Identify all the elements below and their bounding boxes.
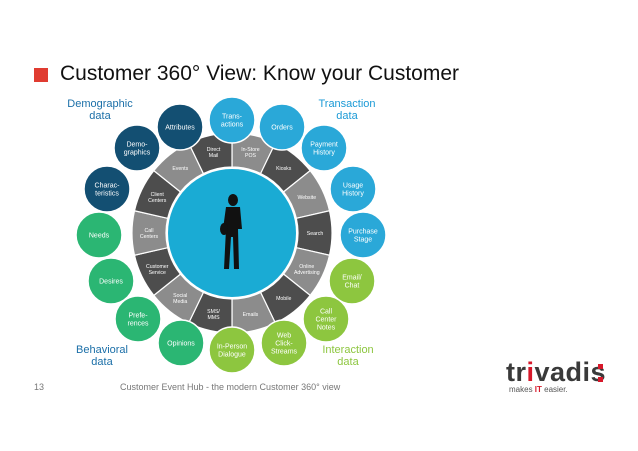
outer-circle (156, 103, 204, 151)
outer-circle (114, 295, 162, 343)
outer-circle-label: Attributes (165, 125, 195, 132)
outer-circle (113, 124, 161, 172)
outer-circle-label: Desires (99, 279, 123, 286)
outer-circle (339, 211, 387, 259)
ring-segment-label: Events (172, 166, 188, 172)
logo-dots (598, 364, 603, 390)
title-bullet (34, 68, 48, 82)
page-number: 13 (34, 382, 45, 392)
ring-segment-label: Emails (243, 312, 259, 318)
outer-circle (328, 257, 376, 305)
ring-segment-label: Website (297, 195, 316, 201)
ring-segment-label: Search (307, 231, 324, 237)
ring-segment-label: SMS/MMS (207, 309, 220, 321)
outer-circle (157, 319, 205, 367)
outer-circle (83, 165, 131, 213)
outer-circle (260, 319, 308, 367)
group-label-interaction: Interaction data (322, 344, 374, 368)
outer-circle (75, 211, 123, 259)
footer-text: Customer Event Hub - the modern Customer… (120, 382, 341, 392)
outer-circle-label: Prefe-rences (127, 313, 149, 328)
outer-circle (302, 295, 350, 343)
outer-circle-label: Orders (271, 125, 293, 132)
person-silhouette-icon (220, 194, 242, 269)
group-label-transaction: Transaction data (318, 98, 376, 122)
outer-circle-label: Demo-graphics (124, 142, 151, 157)
trivadis-logo: trivadis (506, 357, 607, 387)
outer-circle (208, 96, 256, 144)
outer-circle (87, 257, 135, 305)
outer-circle-label: Needs (89, 233, 110, 240)
slide-title: Customer 360° View: Know your Customer (60, 62, 460, 85)
ring-segment-label: Kiosks (276, 166, 292, 172)
outer-circle (300, 124, 348, 172)
outer-circle (258, 103, 306, 151)
group-label-demographic: Demographic data (67, 98, 133, 122)
logo-tagline: makes IT easier. (509, 385, 568, 394)
outer-circle (208, 326, 256, 374)
outer-circle-label: Charac-teristics (95, 183, 121, 198)
outer-circle-label: Opinions (167, 341, 195, 348)
ring-segment-label: Mobile (276, 296, 291, 302)
group-label-behavioral: Behavioral data (76, 344, 128, 368)
outer-circle-label: Email/Chat (342, 275, 362, 290)
outer-circle-label: Trans-actions (221, 114, 244, 129)
outer-circle (329, 165, 377, 213)
ring-segment (187, 132, 233, 175)
